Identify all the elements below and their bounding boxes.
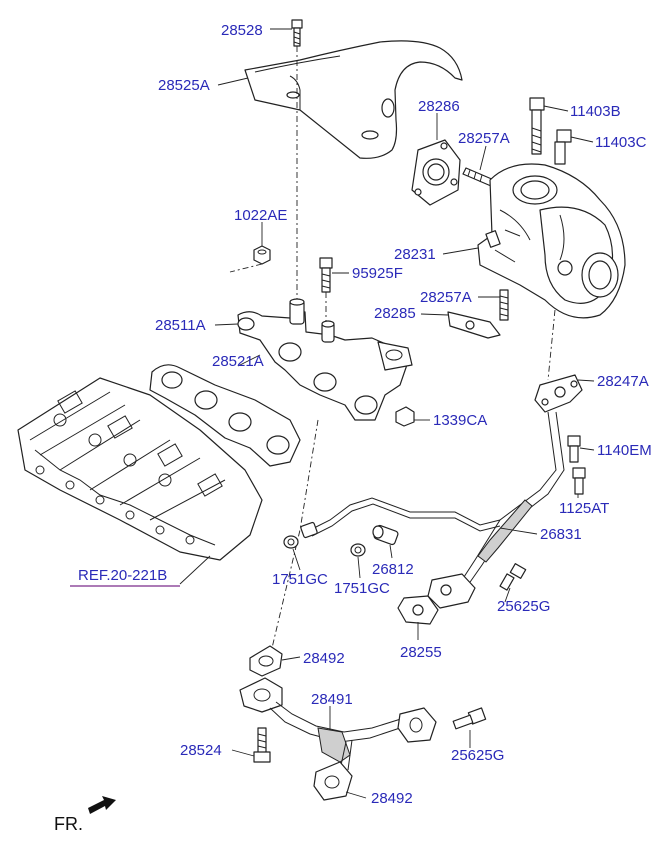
label-28491: 28491 xyxy=(311,691,353,708)
label-28257A-mid: 28257A xyxy=(420,289,472,306)
stud-28257A-mid xyxy=(499,289,509,321)
label-28521A: 28521A xyxy=(212,353,264,370)
label-11403C: 11403C xyxy=(595,134,647,151)
label-28492-b: 28492 xyxy=(371,790,413,807)
label-25625G-b: 25625G xyxy=(451,747,504,764)
label-28528: 28528 xyxy=(221,22,263,39)
bolt-28528 xyxy=(291,19,303,47)
label-1022AE: 1022AE xyxy=(234,207,287,224)
stud-28257A-top xyxy=(462,167,495,187)
bolt-28524 xyxy=(253,727,271,763)
label-25625G-a: 25625G xyxy=(497,598,550,615)
gasket-28285 xyxy=(447,311,501,339)
turbocharger xyxy=(477,163,626,319)
label-28492-a: 28492 xyxy=(303,650,345,667)
label-28286: 28286 xyxy=(418,98,460,115)
front-arrow-icon xyxy=(88,796,116,814)
bolt-11403C xyxy=(554,129,572,165)
label-26812: 26812 xyxy=(372,561,414,578)
label-28524: 28524 xyxy=(180,742,222,759)
cylinder-head xyxy=(17,377,263,561)
reference-label: REF.20-221B xyxy=(78,567,167,584)
label-1125AT: 1125AT xyxy=(559,500,609,517)
washer-1751GC-a xyxy=(283,535,299,549)
leader-lines xyxy=(179,28,595,799)
bolt-25625G-a xyxy=(499,563,527,591)
egr-pipe xyxy=(239,677,437,771)
gasket-28492-b xyxy=(313,761,353,801)
bolt-11403B xyxy=(529,97,545,155)
stud-95925F xyxy=(319,257,333,293)
label-1140EM: 1140EM xyxy=(597,442,652,459)
bolt-1125AT xyxy=(572,467,586,495)
manifold-gasket xyxy=(149,364,301,467)
heat-shield xyxy=(244,40,463,159)
gasket-28492-a xyxy=(249,645,283,677)
label-11403B: 11403B xyxy=(570,103,621,120)
label-28511A: 28511A xyxy=(155,317,206,334)
label-1751GC-a: 1751GC xyxy=(272,571,328,588)
label-1751GC-b: 1751GC xyxy=(334,580,390,597)
label-28257A-top: 28257A xyxy=(458,130,510,147)
label-1339CA: 1339CA xyxy=(433,412,487,429)
oil-return-pipe xyxy=(300,497,501,546)
nut-1022AE xyxy=(253,245,271,265)
nut-1339CA xyxy=(395,406,415,427)
gasket-28255 xyxy=(397,595,439,625)
label-28285: 28285 xyxy=(374,305,416,322)
front-direction-label: FR. xyxy=(54,814,83,834)
label-95925F: 95925F xyxy=(352,265,403,282)
label-28525A: 28525A xyxy=(158,77,210,94)
exhaust-manifold xyxy=(237,298,413,421)
washer-1751GC-b xyxy=(350,543,366,557)
label-28247A: 28247A xyxy=(597,373,649,390)
gasket-28286 xyxy=(411,139,461,206)
label-28255: 28255 xyxy=(400,644,442,661)
oil-feed-pipe xyxy=(427,374,583,609)
bolt-25625G-b xyxy=(452,707,487,730)
bolt-1140EM xyxy=(567,435,581,463)
label-28231: 28231 xyxy=(394,246,436,263)
label-26831: 26831 xyxy=(540,526,582,543)
